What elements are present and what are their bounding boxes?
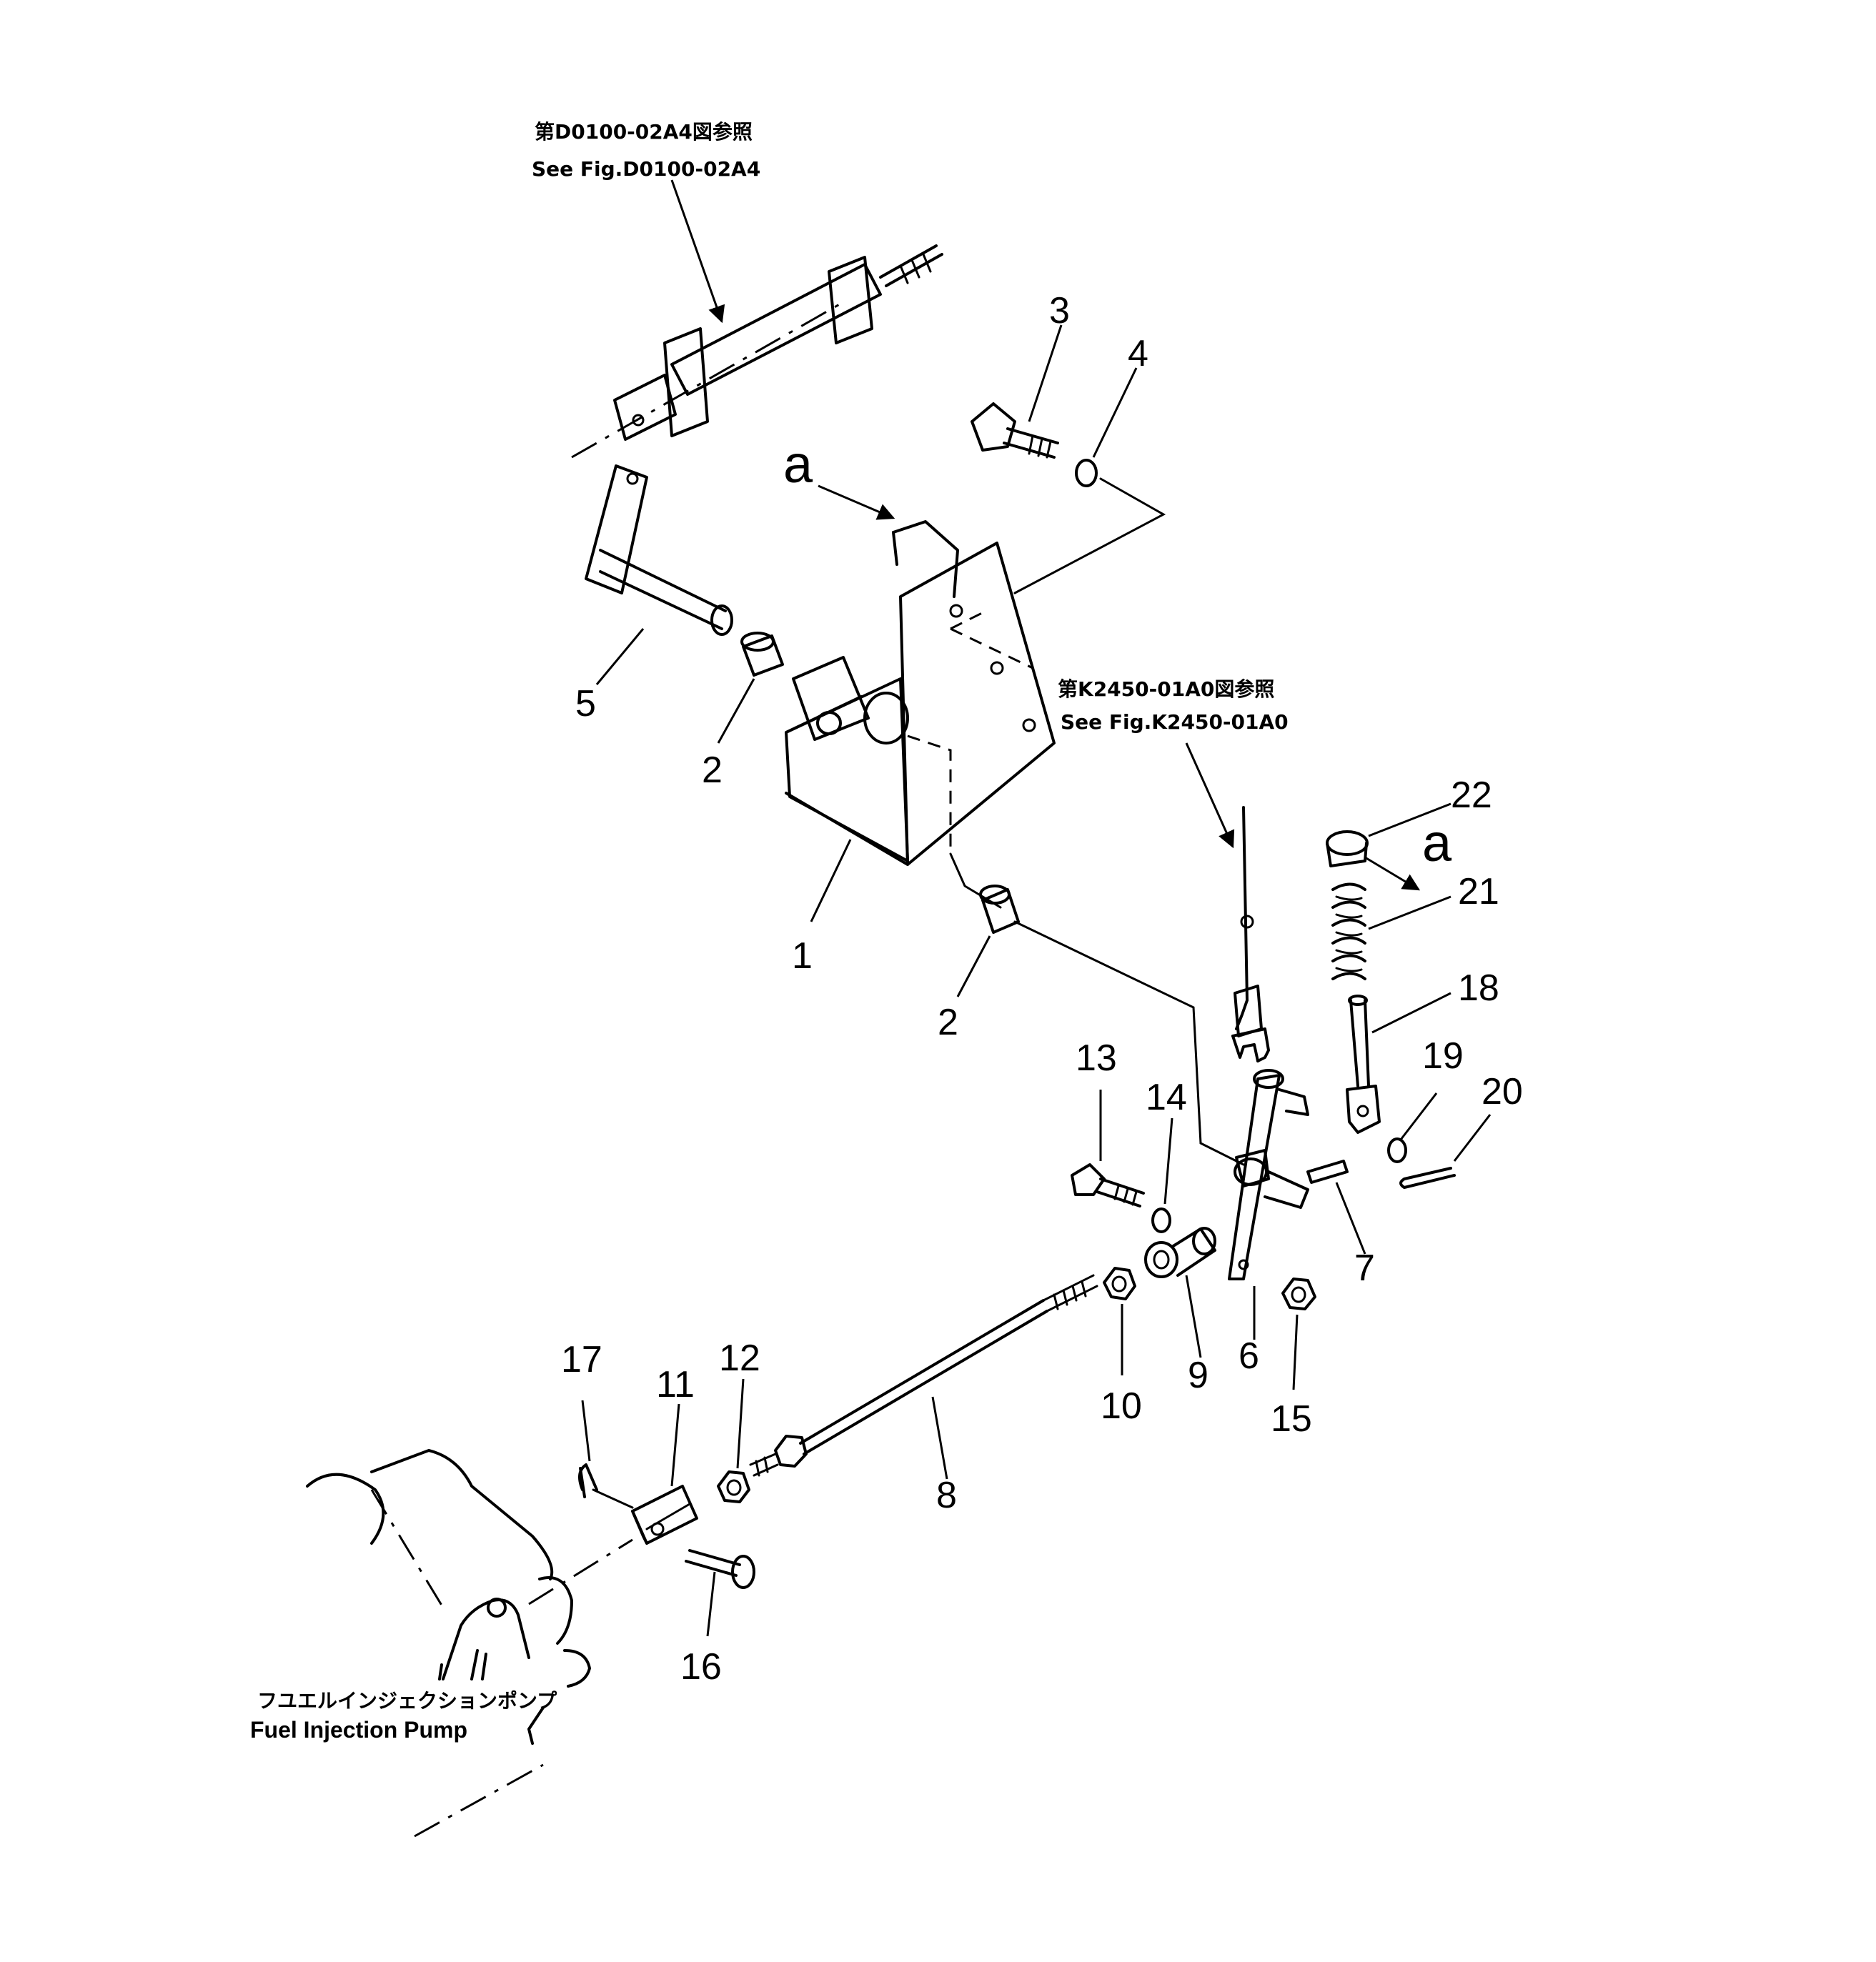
leader-11 — [670, 1403, 680, 1487]
view-mark-a-upper: a — [783, 434, 813, 494]
leader-19 — [1399, 1092, 1438, 1140]
reference-mid-arrow — [1185, 742, 1235, 849]
leader-3 — [1028, 324, 1063, 422]
part-12-nut — [717, 1470, 750, 1503]
callout-17: 17 — [561, 1339, 602, 1380]
part-19-washer — [1387, 1137, 1407, 1163]
leader-17 — [581, 1400, 591, 1462]
reference-top-en: See Fig.D0100-02A4 — [532, 157, 760, 181]
callout-2-lower: 2 — [938, 1002, 958, 1043]
control-cable — [1231, 806, 1270, 1062]
leader-7 — [1335, 1182, 1366, 1255]
part-3-bolt — [971, 402, 1059, 459]
callout-18: 18 — [1458, 967, 1499, 1009]
callout-21: 21 — [1458, 871, 1499, 912]
callout-16: 16 — [680, 1646, 722, 1688]
part-18-rod — [1346, 995, 1381, 1134]
callout-20: 20 — [1482, 1071, 1523, 1112]
leader-12 — [736, 1378, 745, 1469]
pump-label-jp: フユエルインジェクションポンプ — [257, 1689, 557, 1713]
leader-8 — [931, 1396, 948, 1480]
callout-1: 1 — [792, 935, 813, 977]
part-17-cotter-pin — [578, 1463, 598, 1498]
part-16-pin — [685, 1549, 755, 1589]
leader-1 — [810, 839, 852, 922]
leader-5 — [595, 628, 645, 685]
upper-shaft-assembly — [571, 244, 943, 459]
callout-10: 10 — [1101, 1385, 1142, 1427]
part-1-bracket — [785, 520, 1056, 866]
part-13-bolt — [1071, 1163, 1145, 1207]
fuel-injection-pump — [306, 1449, 634, 1838]
part-5-pin-bracket — [585, 464, 733, 636]
callout-15: 15 — [1271, 1398, 1312, 1440]
callout-12: 12 — [719, 1338, 760, 1379]
part-2-bushing-upper — [740, 632, 784, 677]
reference-top-jp: 第D0100-02A4図参照 — [535, 120, 753, 144]
view-arrow-a-lower — [1364, 856, 1421, 891]
part-10-nut — [1103, 1267, 1136, 1300]
part-14-washer — [1151, 1207, 1171, 1233]
callout-14: 14 — [1146, 1077, 1187, 1118]
leader-9 — [1185, 1275, 1202, 1358]
leader-2b — [956, 935, 991, 997]
part-7-pin — [1306, 1160, 1349, 1184]
leader-2a — [717, 678, 755, 744]
leader-20 — [1453, 1114, 1492, 1162]
view-arrow-a-upper — [818, 484, 895, 520]
callout-9: 9 — [1188, 1355, 1209, 1396]
callout-7: 7 — [1354, 1248, 1375, 1289]
callout-3: 3 — [1049, 290, 1070, 332]
assembly-line-3-4 — [1013, 477, 1166, 594]
part-6-lever — [1228, 1069, 1309, 1280]
callout-13: 13 — [1076, 1037, 1117, 1079]
callout-2-upper: 2 — [702, 750, 723, 791]
part-11-yoke — [631, 1485, 698, 1545]
assembly-line-2-6 — [949, 852, 1245, 1166]
part-9-ball-joint — [1144, 1227, 1216, 1278]
reference-mid-en: See Fig.K2450-01A0 — [1061, 710, 1289, 734]
leader-14 — [1163, 1117, 1173, 1205]
leader-15 — [1292, 1314, 1299, 1390]
part-2-bushing-lower — [979, 885, 1020, 934]
callout-11: 11 — [656, 1364, 695, 1405]
callout-22: 22 — [1451, 775, 1492, 816]
part-15-nut — [1281, 1278, 1316, 1310]
part-4-washer — [1075, 459, 1098, 487]
view-mark-a-lower: a — [1422, 813, 1452, 872]
part-22-collar — [1326, 830, 1369, 867]
callout-4: 4 — [1128, 333, 1148, 374]
leader-22 — [1368, 802, 1451, 837]
part-20-cotter-pin — [1399, 1167, 1456, 1189]
part-21-spring — [1331, 882, 1366, 980]
leader-4 — [1092, 367, 1138, 458]
pump-label-en: Fuel Injection Pump — [250, 1717, 467, 1743]
reference-top-arrow — [670, 179, 725, 324]
callout-8: 8 — [936, 1475, 957, 1516]
callout-6: 6 — [1239, 1335, 1259, 1377]
leader-18 — [1371, 992, 1451, 1034]
callout-5: 5 — [575, 683, 596, 724]
leader-21 — [1368, 895, 1451, 930]
callout-19: 19 — [1422, 1035, 1464, 1077]
reference-mid-jp: 第K2450-01A0図参照 — [1058, 677, 1274, 701]
leader-16 — [706, 1571, 716, 1637]
part-8-rod — [749, 1274, 1098, 1477]
